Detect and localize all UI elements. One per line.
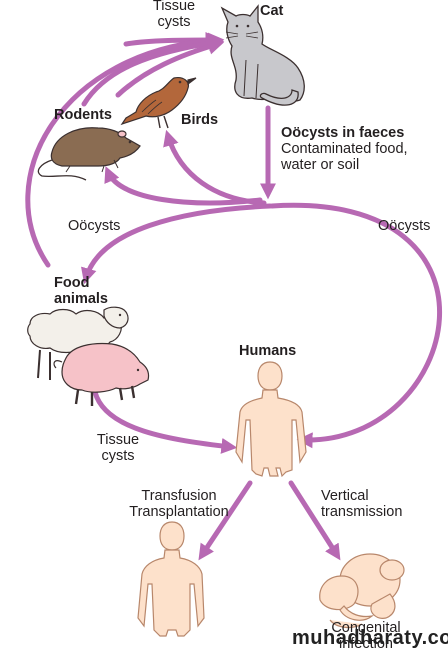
label-line: Tissue — [152, 0, 196, 14]
label-transfusion: Transfusion Transplantation — [126, 488, 232, 520]
infant-icon — [319, 553, 405, 629]
label-line: Transfusion — [141, 488, 217, 504]
label-line: cysts — [157, 14, 191, 30]
arrow-humans-to-recipient — [198, 480, 253, 561]
label-cat: Cat — [260, 3, 284, 19]
label-line: Food — [54, 275, 90, 291]
arrow-humans-to-infant — [288, 480, 341, 561]
rodent-icon — [37, 127, 141, 181]
arrow-environment-to-rodents — [104, 166, 263, 206]
label-oocysts-right: Oöcysts — [378, 218, 431, 234]
label-line: water or soil — [281, 157, 360, 173]
bird-icon — [120, 77, 197, 129]
cat-icon — [220, 4, 305, 106]
label-line: transmission — [321, 504, 403, 520]
human-adult-icon — [235, 361, 307, 478]
label-line: animals — [54, 291, 108, 307]
label-faeces: Oöcysts in faeces Contaminated food, wat… — [281, 125, 408, 173]
label-humans: Humans — [239, 343, 297, 359]
label-line: Transplantation — [129, 504, 229, 520]
label-line: Oöcysts in faeces — [281, 125, 405, 141]
label-congenital: Congenital infection — [330, 620, 402, 650]
sheep-icon — [27, 306, 129, 380]
label-line: Vertical — [321, 488, 369, 504]
human-recipient-icon — [137, 521, 205, 637]
arrow-food-animals-to-humans — [92, 389, 238, 454]
label-oocysts-left: Oöcysts — [68, 218, 121, 234]
label-vertical-transmission: Vertical transmission — [321, 488, 402, 520]
label-line: Tissue — [96, 432, 140, 448]
arrow-environment-to-humans — [269, 202, 442, 449]
arrow-environment-to-food-animals — [81, 203, 273, 285]
arrow-environment-to-birds — [163, 129, 267, 206]
label-tissue-cysts-top: Tissue cysts — [144, 0, 204, 30]
arrow-rodents-to-cat — [81, 35, 225, 107]
label-line: Congenital — [331, 620, 401, 636]
arrow-food-animals-to-cat — [25, 32, 225, 268]
label-tissue-cysts-bottom: Tissue cysts — [90, 432, 146, 464]
label-line: Contaminated food, — [281, 141, 408, 157]
watermark: muhadharaty.com — [292, 627, 448, 649]
label-rodents: Rodents — [54, 107, 112, 123]
label-food-animals: Food animals — [54, 275, 108, 307]
label-birds: Birds — [181, 112, 219, 128]
label-line: infection — [338, 636, 393, 650]
label-line: cysts — [101, 448, 135, 464]
pig-icon — [53, 342, 150, 406]
arrow-birds-to-cat — [115, 38, 225, 98]
